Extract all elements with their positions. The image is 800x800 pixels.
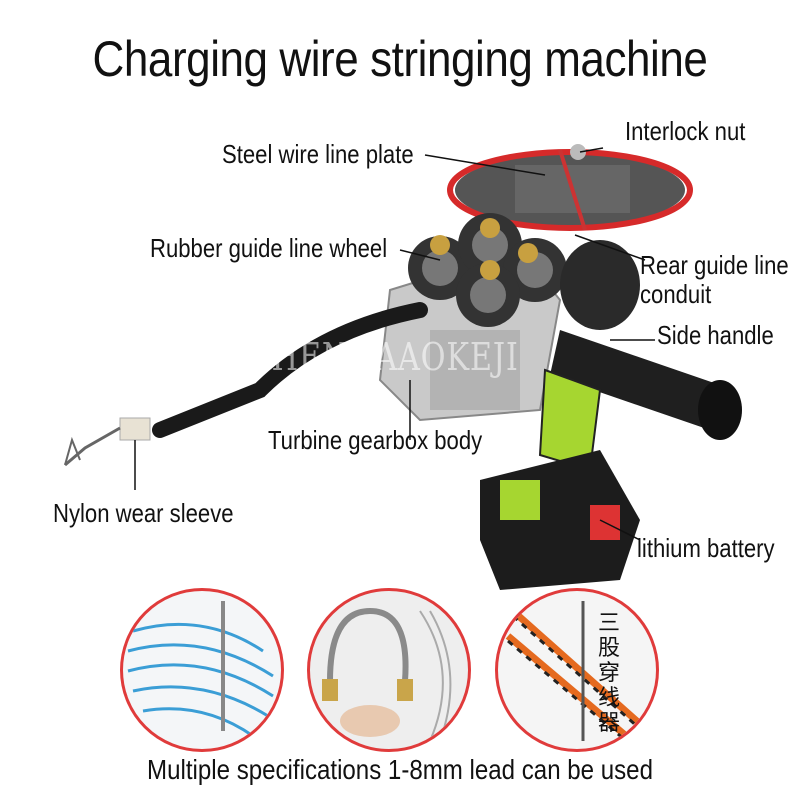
label-steel-wire-line-plate: Steel wire line plate (222, 139, 414, 169)
detail-image-blue-wire (120, 588, 284, 752)
watermark-text: SHENJIAAOKEJI (250, 335, 519, 379)
label-nylon-wear-sleeve: Nylon wear sleeve (53, 498, 234, 528)
steel-wire-reel (447, 144, 693, 231)
leader-lines (134, 147, 655, 541)
label-side-handle: Side handle (657, 320, 774, 350)
page-title: Charging wire stringing machine (92, 31, 708, 87)
detail-image-steel-wire (307, 588, 471, 752)
battery-pack (480, 450, 640, 590)
label-rubber-guide-line-wheel: Rubber guide line wheel (150, 233, 388, 263)
label-rear-guide-line: Rear guide line (640, 250, 789, 280)
label-lithium-battery: lithium battery (637, 533, 775, 563)
label-conduit: conduit (640, 279, 712, 309)
detail-image-orange-wire: 三股穿线器 (495, 588, 659, 752)
blue-wire-coil-icon (127, 601, 274, 738)
steel-wire-loop-icon (322, 607, 452, 742)
orange-twisted-wire-icon (505, 601, 651, 749)
side-handle (550, 330, 742, 440)
label-turbine-gearbox-body: Turbine gearbox body (268, 425, 483, 455)
bottom-caption: Multiple specifications 1-8mm lead can b… (147, 754, 653, 785)
chinese-tag: 三股穿线器 (598, 611, 621, 736)
label-interlock-nut: Interlock nut (625, 116, 746, 146)
guide-wheels (408, 213, 567, 327)
